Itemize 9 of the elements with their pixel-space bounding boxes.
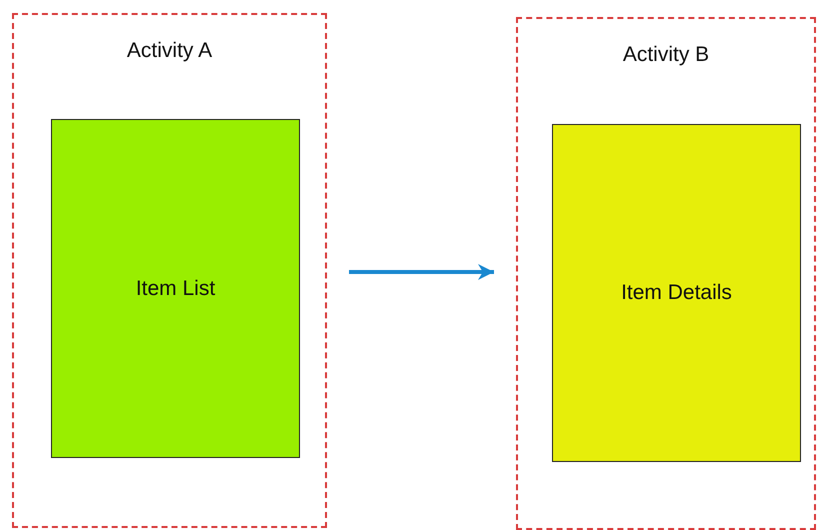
activity-frame [516,17,816,530]
screen-panel [51,119,300,458]
activity-title: Activity A [126,39,214,63]
screen-label: Item List [136,276,216,300]
arrow [349,264,494,280]
screen-label: Item Details [621,281,732,305]
activity-title: Activity B [622,43,710,67]
screen-panel [552,124,801,462]
activity-frame [12,13,327,528]
